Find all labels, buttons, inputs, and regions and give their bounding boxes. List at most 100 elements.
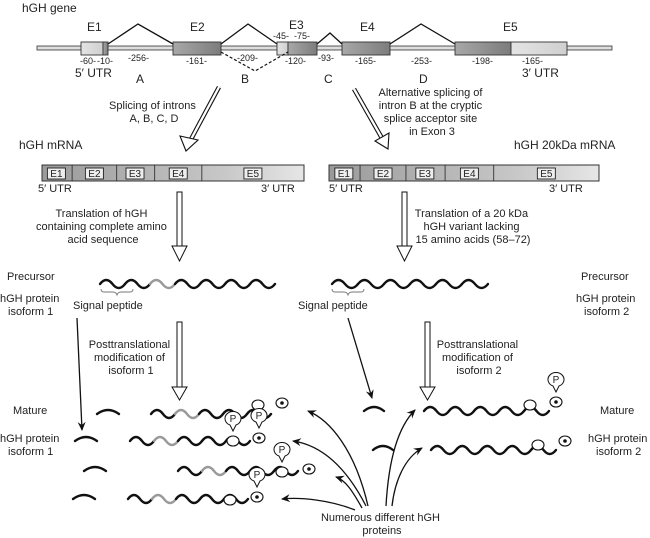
mature-left-label: Mature bbox=[13, 405, 47, 417]
gene-exon-label: E4 bbox=[360, 20, 375, 34]
chain-segment bbox=[422, 405, 451, 417]
chain-segment bbox=[224, 465, 252, 477]
gene-section: hGH gene E1 E2 E3 E4 E5 bbox=[22, 1, 613, 86]
signal-peptide-right: Signal peptide bbox=[298, 300, 368, 312]
gene-exon-label: E3 bbox=[289, 18, 304, 32]
mrna-exon-box bbox=[125, 167, 145, 180]
mrna-exon-box bbox=[46, 167, 66, 180]
numerous-arrow bbox=[281, 494, 356, 511]
chain-segment bbox=[173, 278, 202, 290]
chain-segment bbox=[472, 405, 501, 417]
signal-peptide-brace-right bbox=[331, 288, 365, 297]
chain-segment bbox=[176, 435, 204, 447]
len-intron-b: -209- bbox=[237, 53, 258, 63]
mature-right-protein: hGH protein isoform 2 bbox=[588, 433, 650, 458]
site-dot bbox=[307, 467, 311, 471]
len-e3-part2: -75- bbox=[294, 31, 310, 41]
mrna-exon-label: E2 bbox=[377, 169, 390, 180]
site-dot bbox=[563, 439, 567, 443]
chain-segment-gray bbox=[152, 435, 180, 447]
translation-left-text: Translation of hGH containing complete a… bbox=[36, 208, 170, 246]
signal-peptide-arrow-left bbox=[76, 317, 86, 431]
chain-segment bbox=[460, 278, 490, 290]
site-dot bbox=[255, 495, 259, 499]
mrna-exon-box bbox=[373, 167, 393, 180]
intron-label-b: B bbox=[241, 72, 249, 86]
numerous-arrow bbox=[391, 447, 423, 507]
modification-site bbox=[523, 399, 537, 411]
gene-backbone bbox=[36, 45, 613, 51]
len-intron-c: -93- bbox=[318, 53, 334, 63]
chain-segment bbox=[174, 493, 202, 505]
chain-segment bbox=[197, 408, 225, 420]
len-e3-total: -120- bbox=[285, 56, 306, 66]
mrna-right-utr5: 5′ UTR bbox=[329, 183, 363, 195]
site-dot bbox=[554, 400, 558, 404]
phosphate-bubble bbox=[224, 411, 242, 433]
phosphate-label: P bbox=[230, 414, 237, 425]
intron-b-splice bbox=[220, 23, 278, 45]
chain-segment bbox=[356, 278, 386, 290]
gene-exon-e2: E2 bbox=[172, 20, 222, 56]
site-dot bbox=[280, 401, 284, 405]
chain-segment bbox=[330, 278, 360, 290]
chain-segment bbox=[98, 278, 127, 290]
signal-peptide-fragment bbox=[95, 408, 121, 416]
splicing-right-text: Alternative splicing of intron B at the … bbox=[378, 87, 485, 138]
signal-peptide-arrow-right bbox=[347, 317, 374, 399]
precursor-right-label: Precursor bbox=[581, 271, 629, 283]
precursor-left-chain bbox=[98, 278, 277, 290]
modification-site bbox=[275, 466, 289, 478]
translation-arrow-right bbox=[396, 191, 413, 263]
len-e4: -165- bbox=[355, 56, 376, 66]
gene-exon-e5: E5 bbox=[454, 20, 568, 56]
phosphate-bubble bbox=[547, 372, 565, 394]
phosphate-label: P bbox=[553, 375, 560, 386]
gene-exon-e3: E3 bbox=[276, 18, 318, 56]
gene-exon-label: E2 bbox=[190, 20, 205, 34]
mrna-exon-box bbox=[243, 167, 263, 180]
mature-right-label: Mature bbox=[600, 405, 634, 417]
gene-utr3: 3′ UTR bbox=[522, 66, 559, 80]
mrna-exon-box bbox=[334, 167, 354, 180]
modification-site bbox=[531, 439, 545, 451]
chain-segment bbox=[447, 405, 476, 417]
gene-exon-e4: E4 bbox=[341, 20, 391, 56]
mrna-exon-label: E5 bbox=[540, 169, 553, 180]
intron-label-d: D bbox=[419, 72, 428, 86]
splicing-arrow-left bbox=[179, 85, 221, 152]
intron-d-splice bbox=[389, 23, 456, 45]
len-e3-part1: -45- bbox=[273, 31, 289, 41]
intron-label-a: A bbox=[136, 72, 144, 86]
chain-segment bbox=[200, 435, 228, 447]
phosphate-label: P bbox=[256, 411, 263, 422]
precursor-left-protein: hGH protein isoform 1 bbox=[0, 293, 62, 318]
mrna-exon-box bbox=[536, 167, 556, 180]
chain-segment bbox=[223, 278, 252, 290]
chain-segment bbox=[128, 435, 156, 447]
len-e1-utr: -60- bbox=[80, 56, 96, 66]
mrna-right-title: hGH 20kDa mRNA bbox=[514, 138, 615, 152]
mrna-exon-box bbox=[415, 167, 435, 180]
intron-label-c: C bbox=[324, 72, 333, 86]
intron-b-alt-splice bbox=[220, 51, 289, 72]
phosphate-label: P bbox=[279, 445, 286, 456]
mrna-exon-box bbox=[84, 167, 104, 180]
chain-segment bbox=[504, 444, 533, 456]
gene-exon-e1: E1 bbox=[80, 20, 109, 56]
chain-segment bbox=[429, 444, 458, 456]
chain-segment-gray bbox=[200, 465, 228, 477]
phosphate-bubble bbox=[273, 442, 291, 464]
splicing-left-text: Splicing of introns A, B, C, D bbox=[109, 100, 199, 125]
phosphate-label: P bbox=[254, 470, 261, 481]
mrna-left-utr3: 3′ UTR bbox=[261, 183, 295, 195]
precursor-right-protein: hGH protein isoform 2 bbox=[576, 293, 638, 318]
numerous-arrow bbox=[307, 410, 369, 507]
len-e5-utr: -165- bbox=[522, 56, 543, 66]
chain-segment bbox=[454, 444, 483, 456]
chain-segment-gray bbox=[150, 493, 178, 505]
phosphate-bubble bbox=[248, 467, 266, 489]
mrna-right-utr3: 3′ UTR bbox=[549, 183, 583, 195]
